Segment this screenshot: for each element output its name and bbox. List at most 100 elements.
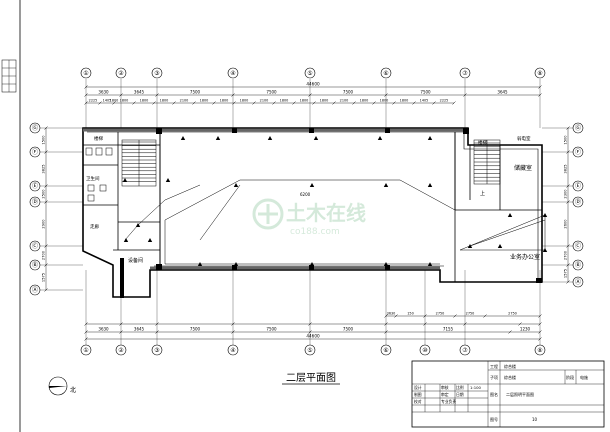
axis-bubble-top-1-label: ② xyxy=(118,70,124,77)
lamp-icon-14 xyxy=(427,262,433,266)
lamp-icon-17 xyxy=(467,244,473,248)
dim-top-detail-tick-10 xyxy=(252,101,256,105)
axis-bubble-bottom-4: ⑤ xyxy=(304,344,316,356)
dim-left-tick-5 xyxy=(44,263,48,267)
axis-bubble-top-0-label: ① xyxy=(83,70,88,77)
axis-bubble-bottom-5-circle xyxy=(380,344,392,356)
binding-margin xyxy=(1,0,21,432)
axis-bubble-top-7-label: ⑧ xyxy=(537,70,542,77)
title-block xyxy=(411,360,605,428)
axis-bubble-bottom-1-label: ② xyxy=(118,347,124,354)
lamp-icon-15 xyxy=(507,213,513,217)
axis-bubble-right-4: Ⓒ xyxy=(572,240,584,252)
axis-bubble-bottom-2-circle xyxy=(151,344,163,356)
axis-bubble-top-3: ④ xyxy=(227,67,239,79)
axis-bubble-top-2-circle xyxy=(151,67,163,79)
dim-top-bays-label-4: 7500 xyxy=(343,90,354,95)
sheet-title: 二层平面图 xyxy=(286,372,336,384)
dim-top-bays-label-1: 3645 xyxy=(134,90,145,95)
dim-top-detail-tick-0 xyxy=(84,101,88,105)
room-label-office: 业务办公室 xyxy=(510,253,540,261)
axis-bubble-right-3-circle xyxy=(572,196,584,208)
axis-bubble-right-0-circle xyxy=(572,122,584,134)
dim-top-overall-label-0: 44600 xyxy=(306,82,320,87)
dim-bottom-bays-label-6: 1230 xyxy=(520,327,531,332)
lamp-icon-8 xyxy=(383,183,389,187)
dim-top-overall-tick-0 xyxy=(84,85,88,89)
tb-drawing-label: 图名 xyxy=(490,391,498,397)
dim-top-bays-label-3: 7500 xyxy=(266,90,277,95)
dim-bottom-detail-tick-2 xyxy=(423,314,427,318)
lamp-icon-6 xyxy=(233,183,239,187)
dim-left-label-1: 3825 xyxy=(42,164,46,173)
axis-bubble-bottom-7: ⑦ xyxy=(459,344,471,356)
tb-row-0-a: 设计 xyxy=(414,385,422,390)
staircase-right xyxy=(473,139,501,185)
axis-bubble-left-1-circle xyxy=(29,146,41,158)
axis-bubble-right-2-circle xyxy=(572,180,584,192)
dim-bottom-detail-label-4: 2750 xyxy=(508,312,517,316)
axis-bubble-right-5-label: Ⓑ xyxy=(575,261,581,269)
axis-bubble-bottom-6-circle xyxy=(419,344,431,356)
axis-bubble-bottom-3-label: ④ xyxy=(230,347,235,354)
dim-bottom-detail-tick-5 xyxy=(538,314,542,318)
axis-bubble-bottom-3: ④ xyxy=(227,344,239,356)
dim-right-label-3: 2600 xyxy=(564,219,568,229)
tb-stage-label: 阶段 xyxy=(566,374,574,380)
staircase-left xyxy=(121,139,157,187)
dim-top-detail-label-0: 2225 xyxy=(89,99,98,103)
tb-number-label: 图号 xyxy=(490,416,498,422)
dim-right-tick-3 xyxy=(566,200,570,204)
title-block-text: 工程 综合楼 子项 综合楼 阶段 电施 图名 二层照明平面图 图号 10 设计审… xyxy=(414,363,588,422)
dim-top-detail-tick-20 xyxy=(452,101,456,105)
tb-stage-value: 电施 xyxy=(580,374,588,380)
dim-top-bays-tick-4 xyxy=(308,93,312,97)
lamp-icon-16 xyxy=(542,213,548,217)
dim-bottom-bays-aux-tick-3 xyxy=(231,322,235,326)
dim-top-detail-label-6: 2100 xyxy=(180,99,189,103)
dim-bottom-detail-label-2: 2750 xyxy=(436,312,445,316)
axis-bubble-left-2-circle xyxy=(29,180,41,192)
axis-bubble-bottom-0-circle xyxy=(80,344,92,356)
axis-bubble-top-4: ⑤ xyxy=(304,67,316,79)
building-walls xyxy=(82,127,543,298)
svg-text:土木在线: 土木在线 xyxy=(286,201,366,225)
dim-top-bays-tick-7 xyxy=(538,93,542,97)
axis-bubble-right-4-label: Ⓒ xyxy=(575,242,581,250)
axis-bubble-bottom-3-circle xyxy=(227,344,239,356)
lamp-icon-24 xyxy=(123,238,129,242)
dim-top-detail-label-9: 1800 xyxy=(240,99,249,103)
lamp-icon-7 xyxy=(309,183,315,187)
dim-right-tick-0 xyxy=(566,126,570,130)
room-label-stair-right: 楼梯 xyxy=(478,139,487,146)
axis-bubble-top-4-label: ⑤ xyxy=(307,70,312,77)
lamp-icon-10 xyxy=(197,262,203,266)
dim-right-tick-2 xyxy=(566,184,570,188)
dim-bottom-bays-tick-7 xyxy=(538,330,542,334)
dim-bottom-bays-aux-tick-2 xyxy=(155,322,159,326)
dim-bottom-bays-tick-2 xyxy=(155,330,159,334)
dim-left-label-5: 1575 xyxy=(42,273,46,282)
dim-bottom-bays-aux-tick-5 xyxy=(384,322,388,326)
dim-top-overall: 44600 xyxy=(84,82,542,89)
dim-bottom-bays-tick-6 xyxy=(508,330,512,334)
dim-right-tick-5 xyxy=(566,263,570,267)
lamp-icon-5 xyxy=(427,136,433,140)
axis-bubble-left-2-label: Ⓔ xyxy=(32,182,38,190)
dim-top-detail-label-3: 1800 xyxy=(120,99,129,103)
lamp-icon-9 xyxy=(427,183,433,187)
room-label-hall: 6200 xyxy=(300,192,311,197)
dim-bottom-bays-label-2: 7500 xyxy=(190,327,201,332)
room-label-wc: 卫生间 xyxy=(86,175,100,182)
tb-row-1-a: 制图 xyxy=(414,392,422,397)
axis-bubble-bottom-1-circle xyxy=(115,344,127,356)
dim-top-detail-tick-16 xyxy=(372,101,376,105)
dim-bottom-bays-label-4: 7500 xyxy=(343,327,354,332)
axis-bubble-bottom-1: ② xyxy=(115,344,127,356)
tb-item-value: 综合楼 xyxy=(504,374,516,380)
wc-fixtures xyxy=(85,147,113,202)
dim-top-detail-label-11: 1800 xyxy=(280,99,289,103)
lamp-icon-13 xyxy=(383,262,389,266)
axis-bubble-right-5-circle xyxy=(572,259,584,271)
dim-bottom-bays-label-3: 7500 xyxy=(266,327,277,332)
